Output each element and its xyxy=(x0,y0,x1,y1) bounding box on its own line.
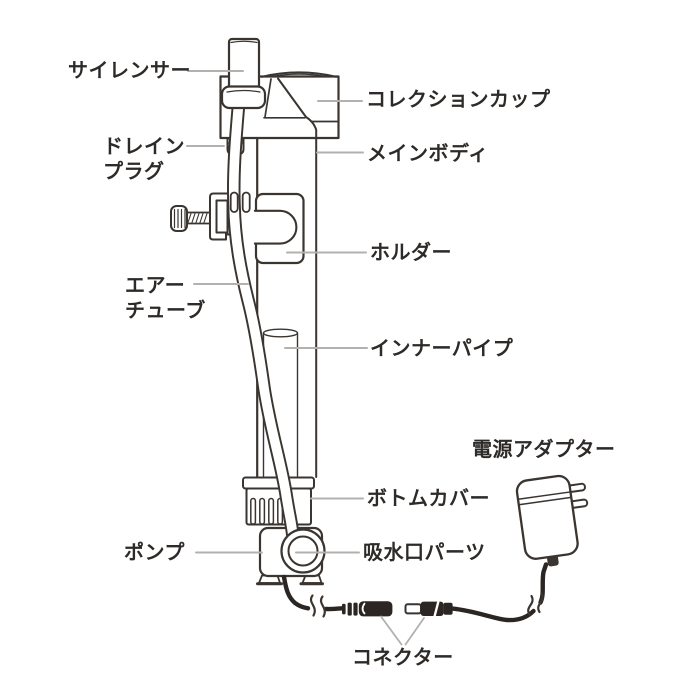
collection-cup-drawing xyxy=(219,71,340,140)
label-collection-cup: コレクションカップ xyxy=(366,89,551,111)
label-bottom-cover: ボトムカバー xyxy=(367,488,490,510)
holder-drawing xyxy=(253,192,305,265)
silencer-drawing xyxy=(220,37,267,110)
power-cord-drawing xyxy=(281,574,345,618)
main-body-drawing xyxy=(256,77,338,479)
label-air-tube-line2: チューブ xyxy=(125,300,206,322)
label-main-body: メインボディ xyxy=(367,143,489,165)
power-adapter-drawing xyxy=(515,474,589,567)
connector-pointer-lines xyxy=(380,615,425,646)
label-pump: ポンプ xyxy=(124,542,185,564)
label-air-tube-line1: エアー xyxy=(125,275,186,297)
label-power-adapter: 電源アダプター xyxy=(472,439,616,461)
label-drain-plug-line1: ドレイン xyxy=(103,136,185,158)
label-connector: コネクター xyxy=(352,647,454,669)
tube-guide-capsules xyxy=(229,191,251,213)
label-silencer: サイレンサー xyxy=(68,60,191,82)
clamp-screw-drawing xyxy=(170,192,234,241)
label-drain-plug: ドレイン プラグ xyxy=(103,135,185,185)
label-air-tube: エアー チューブ xyxy=(125,274,206,324)
adapter-cord-drawing xyxy=(450,562,549,623)
air-tube-drawing xyxy=(226,99,300,538)
label-drain-plug-line2: プラグ xyxy=(103,161,165,183)
label-holder: ホルダー xyxy=(370,242,452,264)
label-intake-part: 吸水口パーツ xyxy=(363,542,486,564)
label-inner-pipe: インナーパイプ xyxy=(370,338,514,360)
leader-lines xyxy=(186,70,368,554)
connectors-drawing xyxy=(342,599,453,618)
intake-port-drawing xyxy=(280,528,326,574)
